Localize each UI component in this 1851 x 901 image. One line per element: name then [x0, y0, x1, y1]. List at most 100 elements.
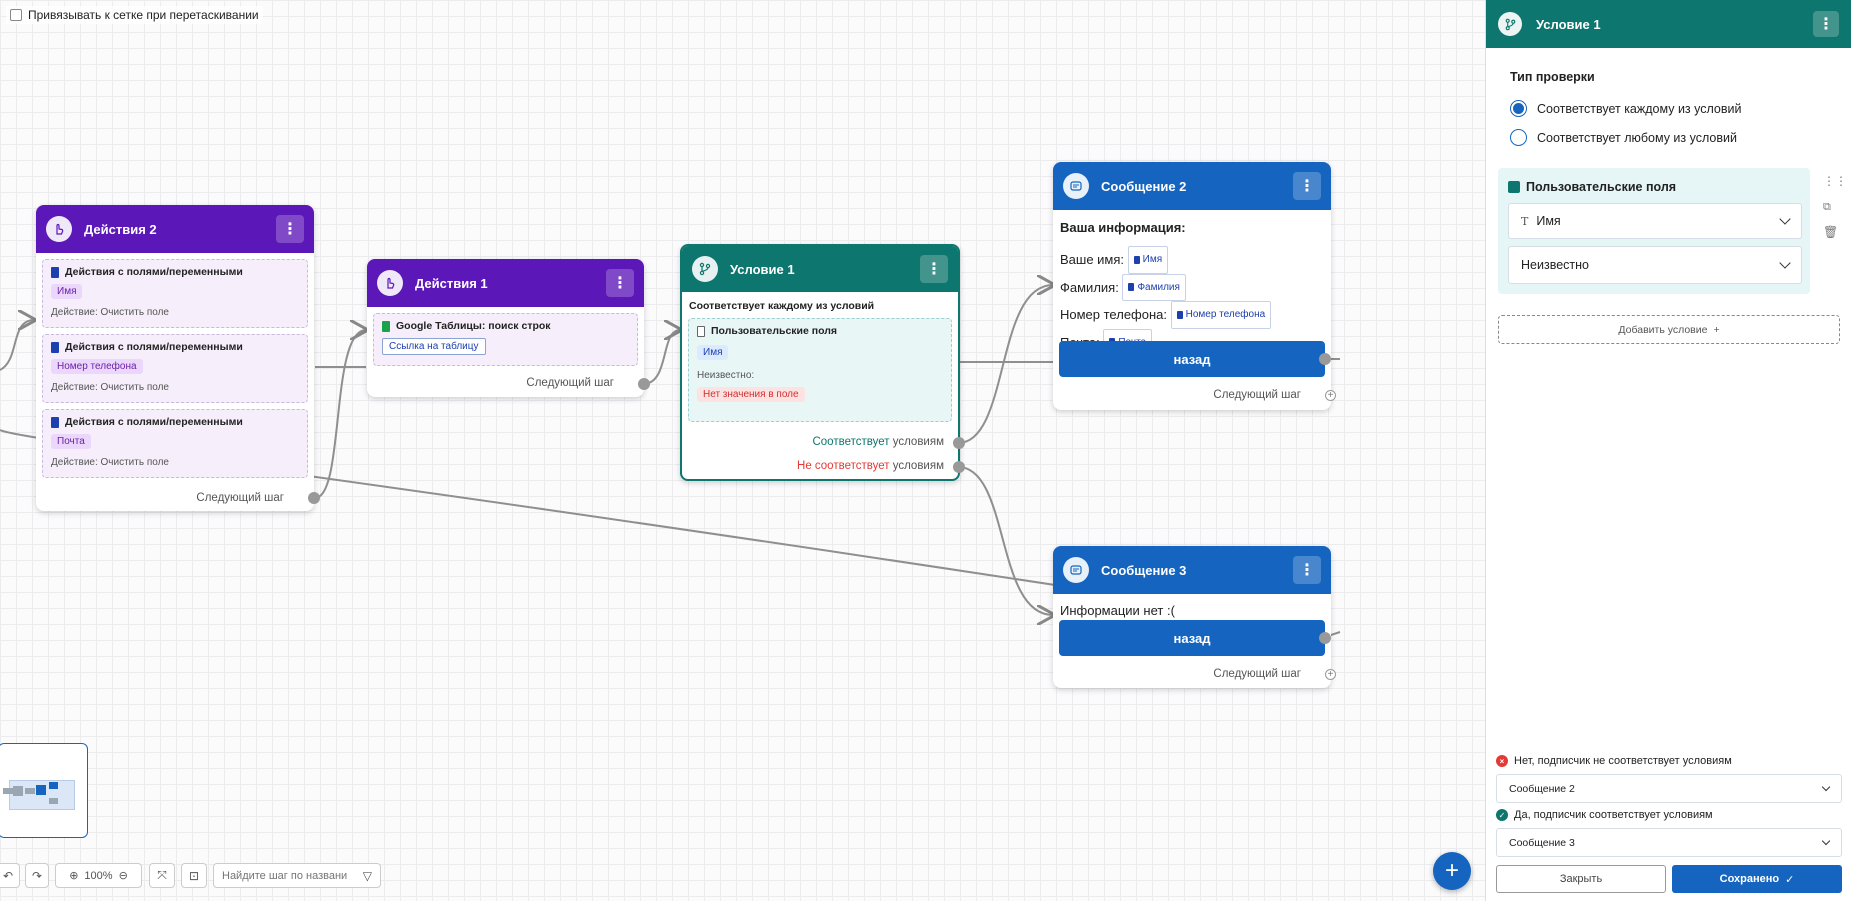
trash-icon[interactable]: 🗑	[1823, 225, 1839, 239]
action-item[interactable]: Действия с полями/переменными Номер теле…	[42, 334, 308, 403]
plus-icon: +	[1713, 323, 1720, 336]
radio-label: Соответствует любому из условий	[1537, 130, 1737, 145]
add-step-button[interactable]: +	[1433, 852, 1471, 890]
save-button-label: Сохранено	[1719, 873, 1780, 885]
field-tag: Почта	[51, 434, 91, 449]
action-item-title: Действия с полями/переменными	[65, 416, 243, 428]
radio-match-all[interactable]: Соответствует каждому из условий	[1510, 100, 1742, 117]
node-condition-1[interactable]: Условие 1 ⋮ Соответствует каждому из усл…	[680, 244, 965, 481]
node-message-2[interactable]: Сообщение 2 ⋮ Ваша информация: Ваше имя:…	[1053, 162, 1336, 410]
panel-title: Условие 1	[1536, 16, 1601, 32]
node-header[interactable]: Условие 1 ⋮	[682, 246, 958, 292]
check-circle-icon: ✓	[1785, 873, 1795, 886]
next-step-port[interactable]	[308, 492, 320, 504]
step-search-input[interactable]	[222, 869, 352, 882]
chevron-down-icon	[1821, 836, 1831, 845]
node-actions-2[interactable]: Действия 2 ⋮ Действия с полями/переменны…	[36, 205, 320, 511]
edge-match-to-msg2	[957, 285, 1053, 444]
operator-select-value: Неизвестно	[1521, 258, 1589, 272]
radio-label: Соответствует каждому из условий	[1537, 101, 1742, 116]
edge-left-in-1	[0, 320, 34, 371]
radio-button[interactable]	[1510, 100, 1527, 117]
next-step-port[interactable]	[638, 378, 650, 390]
add-condition-button[interactable]: Добавить условие +	[1498, 315, 1840, 344]
field-select[interactable]: T Имя	[1508, 203, 1802, 239]
operator-select[interactable]: Неизвестно	[1508, 246, 1802, 284]
back-button[interactable]: назад	[1059, 341, 1325, 377]
check-icon: ✓	[1496, 809, 1508, 821]
condition-group-title: Пользовательские поля	[1526, 180, 1677, 194]
google-sheets-item[interactable]: Google Таблицы: поиск строк Ссылка на та…	[373, 313, 638, 366]
document-icon	[1128, 283, 1135, 292]
snap-to-grid-toggle[interactable]: Привязывать к сетке при перетаскивании	[6, 6, 263, 24]
condition-group-box[interactable]: Пользовательские поля Имя Неизвестно: Не…	[688, 318, 952, 422]
close-button[interactable]: Закрыть	[1496, 865, 1666, 893]
field-group-icon	[1508, 181, 1520, 193]
add-next-step-port[interactable]: +	[1325, 669, 1336, 680]
add-next-step-port[interactable]: +	[1325, 390, 1336, 401]
sheet-link-button[interactable]: Ссылка на таблицу	[382, 338, 486, 355]
match-output-port[interactable]	[953, 437, 965, 449]
next-step-label: Следующий шаг	[1213, 389, 1301, 401]
fit-view-icon: ⤧	[157, 868, 167, 882]
condition-field-tag: Имя	[697, 345, 729, 360]
message-line: Фамилия: Фамилия	[1060, 273, 1324, 301]
node-menu-button[interactable]: ⋮	[1293, 556, 1321, 584]
no-match-target-select[interactable]: Сообщение 2	[1496, 774, 1842, 803]
node-actions-1[interactable]: Действия 1 ⋮ Google Таблицы: поиск строк…	[367, 259, 650, 397]
node-menu-button[interactable]: ⋮	[1293, 172, 1321, 200]
action-item-title: Google Таблицы: поиск строк	[396, 320, 551, 332]
undo-icon: ↶	[2, 868, 14, 883]
save-button[interactable]: Сохранено ✓	[1672, 865, 1842, 893]
message-body: Ваше имя: Имя Фамилия: Фамилия Номер тел…	[1053, 235, 1331, 356]
document-icon	[697, 325, 705, 337]
action-item[interactable]: Действия с полями/переменными Имя Действ…	[42, 259, 308, 328]
button-port[interactable]	[1319, 353, 1331, 365]
match-target-select[interactable]: Сообщение 3	[1496, 828, 1842, 857]
snap-label: Привязывать к сетке при перетаскивании	[28, 8, 259, 22]
zoom-in-icon[interactable]: ⊕	[69, 870, 79, 882]
action-item-title: Действия с полями/переменными	[65, 341, 243, 353]
node-header[interactable]: Действия 2 ⋮	[36, 205, 314, 253]
snap-checkbox[interactable]	[10, 9, 22, 21]
message-text: Информации нет :(	[1060, 603, 1175, 618]
nomatch-output-label: Не соответствует условиям	[797, 460, 944, 472]
minimap[interactable]	[0, 743, 88, 838]
condition-group-title: Пользовательские поля	[711, 325, 838, 337]
undo-button[interactable]: ↶	[0, 863, 20, 888]
drag-handle-icon[interactable]: ⋮⋮	[1823, 174, 1847, 188]
radio-button[interactable]	[1510, 129, 1527, 146]
radio-match-any[interactable]: Соответствует любому из условий	[1510, 129, 1737, 146]
copy-icon[interactable]: ⧉	[1823, 201, 1831, 213]
nomatch-output-port[interactable]	[953, 461, 965, 473]
lock-view-button[interactable]: ⊡	[181, 863, 207, 888]
step-search[interactable]: ▽	[213, 863, 381, 888]
variable-chip: Имя	[1127, 246, 1169, 274]
node-header[interactable]: Сообщение 3 ⋮	[1053, 546, 1331, 594]
next-step-label: Следующий шаг	[526, 377, 614, 389]
node-menu-button[interactable]: ⋮	[920, 255, 948, 283]
hand-pointer-icon	[377, 270, 403, 296]
node-menu-button[interactable]: ⋮	[606, 269, 634, 297]
zoom-out-icon[interactable]: ⊖	[118, 870, 128, 882]
node-title: Действия 1	[415, 275, 488, 291]
match-target-value: Сообщение 3	[1509, 836, 1575, 849]
button-port[interactable]	[1319, 632, 1331, 644]
chevron-down-icon	[1821, 782, 1831, 791]
message-line: Ваше имя: Имя	[1060, 246, 1324, 274]
node-message-3[interactable]: Сообщение 3 ⋮ Информации нет :( назад Сл…	[1053, 546, 1336, 688]
back-button[interactable]: назад	[1059, 620, 1325, 656]
filter-icon[interactable]: ▽	[362, 868, 372, 883]
no-match-target-value: Сообщение 2	[1509, 782, 1575, 795]
node-menu-button[interactable]: ⋮	[276, 215, 304, 243]
fit-view-button[interactable]: ⤧	[149, 863, 175, 888]
text-type-icon: T	[1521, 214, 1529, 228]
next-step-label: Следующий шаг	[1213, 668, 1301, 680]
node-header[interactable]: Сообщение 2 ⋮	[1053, 162, 1331, 210]
lock-view-icon: ⊡	[188, 868, 200, 883]
panel-menu-button[interactable]: ⋮	[1813, 11, 1839, 37]
redo-button[interactable]: ↷	[25, 863, 49, 888]
check-type-label: Тип проверки	[1510, 70, 1595, 84]
action-item[interactable]: Действия с полями/переменными Почта Дейс…	[42, 409, 308, 478]
node-header[interactable]: Действия 1 ⋮	[367, 259, 644, 307]
